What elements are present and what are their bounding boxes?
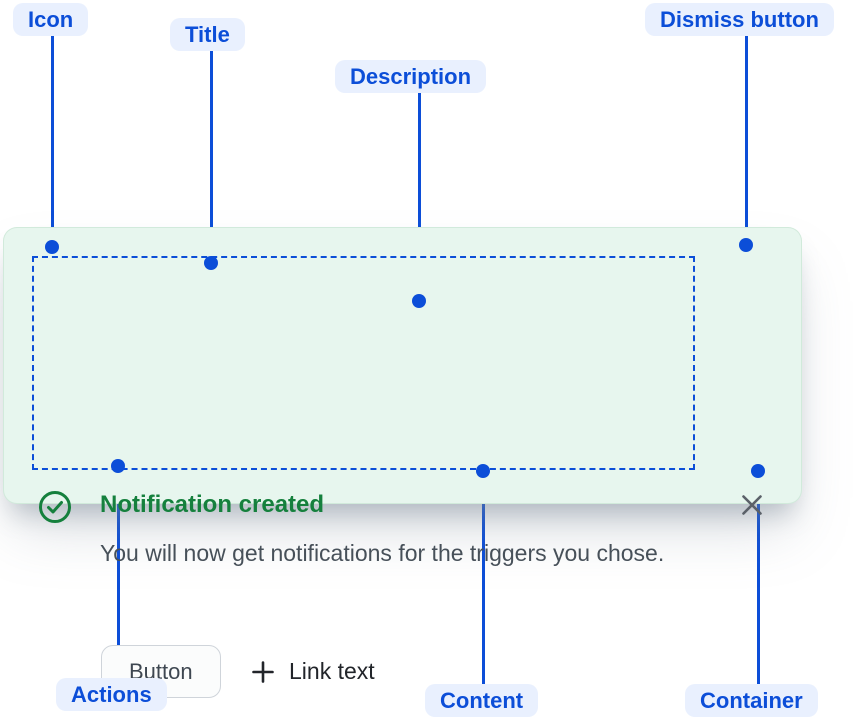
connector-title-dot (204, 256, 218, 270)
connector-icon-dot (45, 240, 59, 254)
connector-dismiss-dot (739, 238, 753, 252)
notification-title: Notification created (100, 491, 325, 518)
plus-icon (252, 660, 274, 683)
connector-actions-line (116, 466, 120, 678)
connector-icon-line (50, 36, 54, 247)
label-content: Content (425, 684, 539, 717)
connector-container-dot (751, 464, 765, 478)
connector-dismiss-line (744, 36, 748, 245)
close-icon (742, 495, 762, 515)
connector-title-line (209, 51, 213, 263)
label-dismiss-button: Dismiss button (645, 3, 834, 36)
dismiss-button[interactable] (737, 490, 767, 520)
label-icon: Icon (13, 3, 89, 36)
connector-description-dot (412, 294, 426, 308)
connector-actions-dot (111, 459, 125, 473)
label-actions: Actions (56, 678, 167, 711)
label-container: Container (685, 684, 818, 717)
connector-content-dot (476, 464, 490, 478)
notification-container: Notification created You will now get no… (3, 227, 802, 698)
connector-container-line (756, 471, 760, 684)
notification-description: You will now get notifications for the t… (100, 540, 665, 566)
connector-description-line (417, 93, 421, 301)
link-action[interactable]: Link text (250, 645, 375, 698)
connector-content-line (481, 471, 485, 684)
link-text: Link text (289, 658, 375, 684)
success-icon (39, 491, 71, 523)
label-description: Description (335, 60, 487, 93)
label-title: Title (170, 18, 245, 51)
